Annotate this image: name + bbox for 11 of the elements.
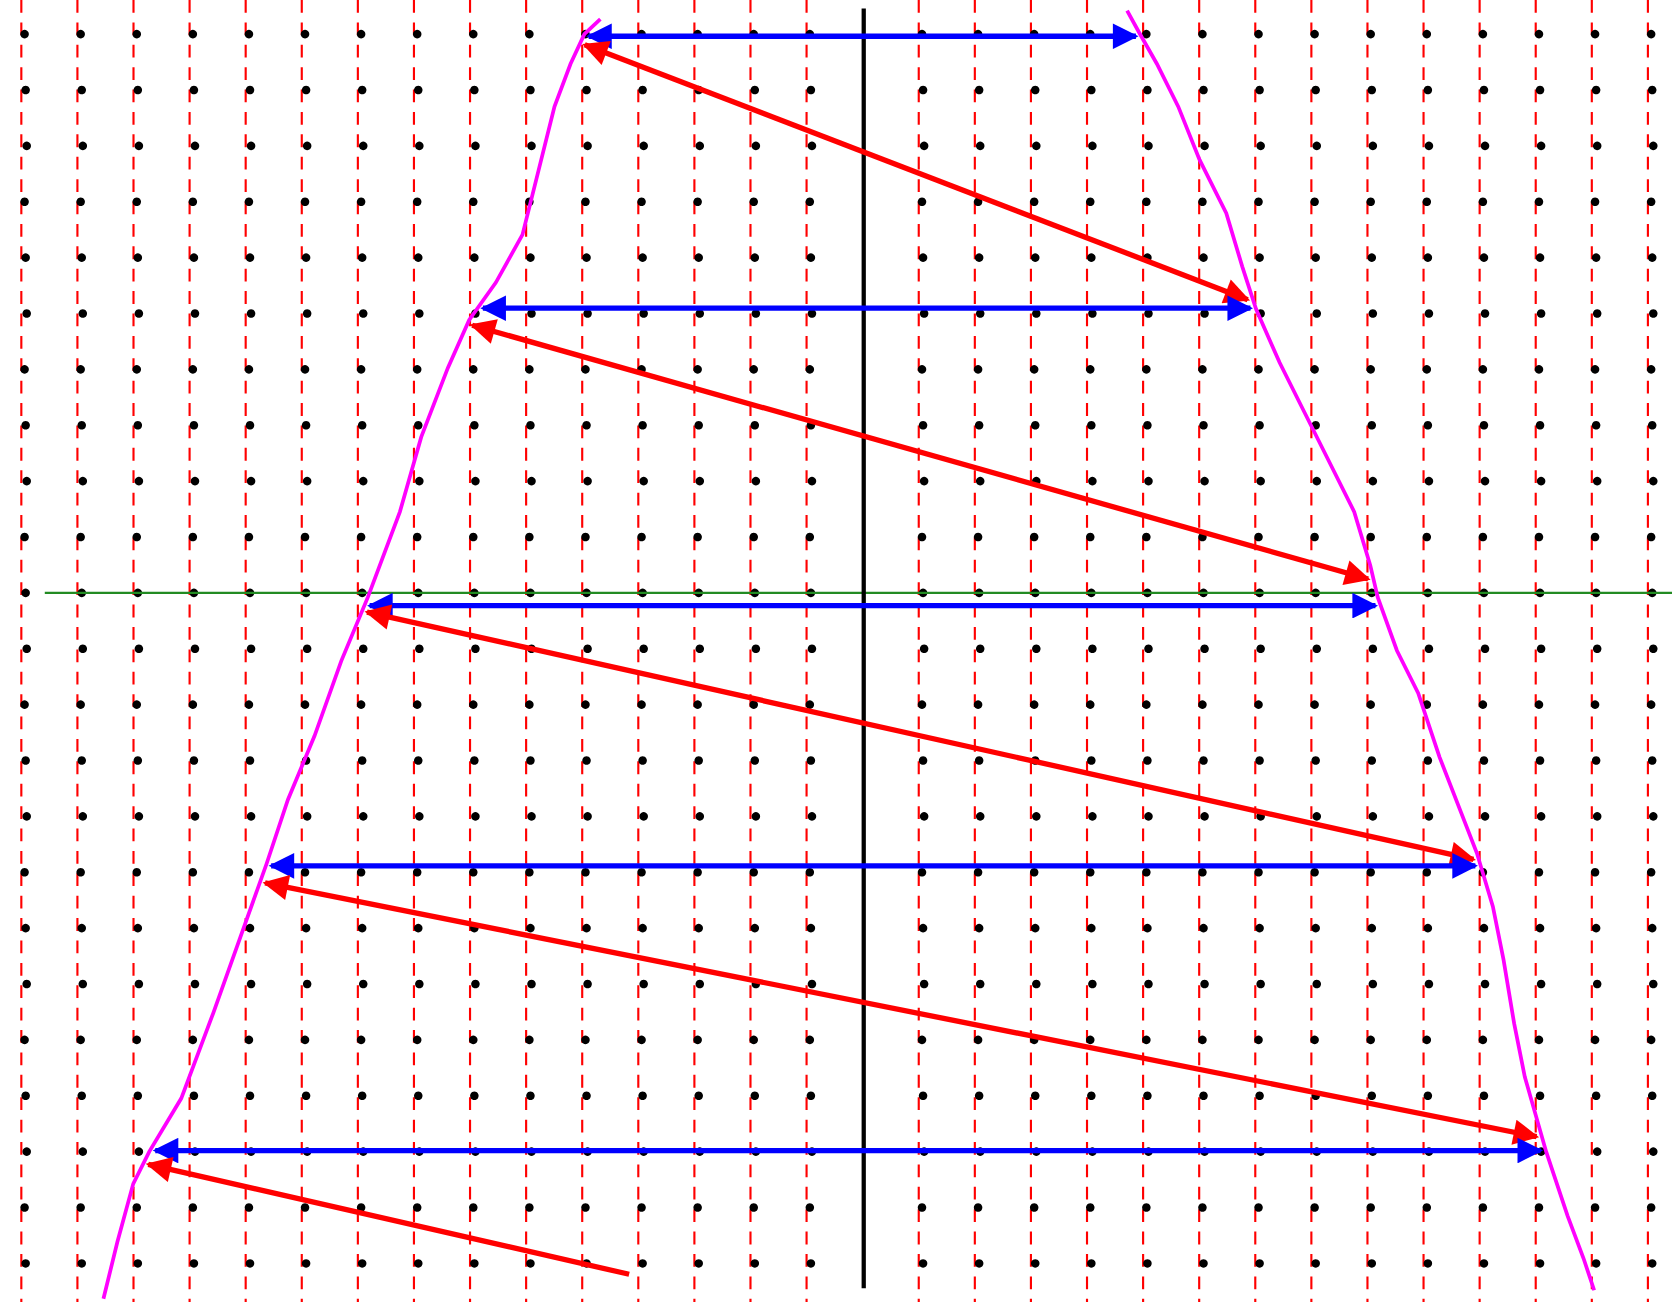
boundary-curve bbox=[101, 17, 602, 1300]
boundary-curve bbox=[1125, 9, 1596, 1291]
arrow bbox=[582, 41, 1251, 304]
arrow bbox=[145, 1157, 630, 1277]
arrow bbox=[586, 23, 1139, 50]
arrow bbox=[152, 1137, 1544, 1164]
arrow bbox=[262, 874, 1540, 1145]
arrow bbox=[469, 319, 1371, 586]
arrow bbox=[268, 853, 1478, 879]
arrow bbox=[367, 592, 1378, 619]
arrow bbox=[480, 295, 1253, 321]
